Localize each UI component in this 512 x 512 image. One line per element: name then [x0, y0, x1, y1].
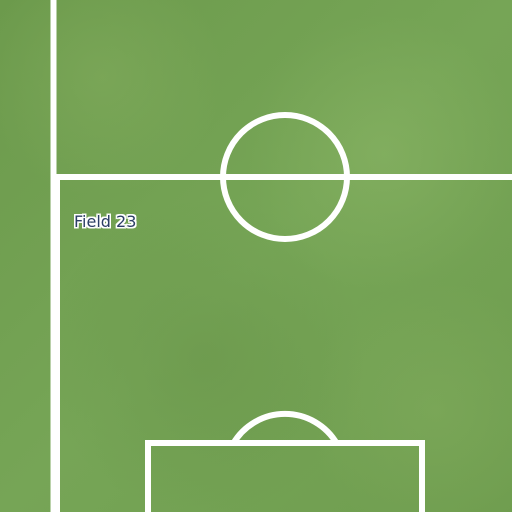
center-circle: [220, 112, 350, 242]
penalty-arc: [230, 410, 340, 446]
penalty-box: [145, 440, 425, 512]
field-label[interactable]: Field 23: [74, 212, 137, 231]
